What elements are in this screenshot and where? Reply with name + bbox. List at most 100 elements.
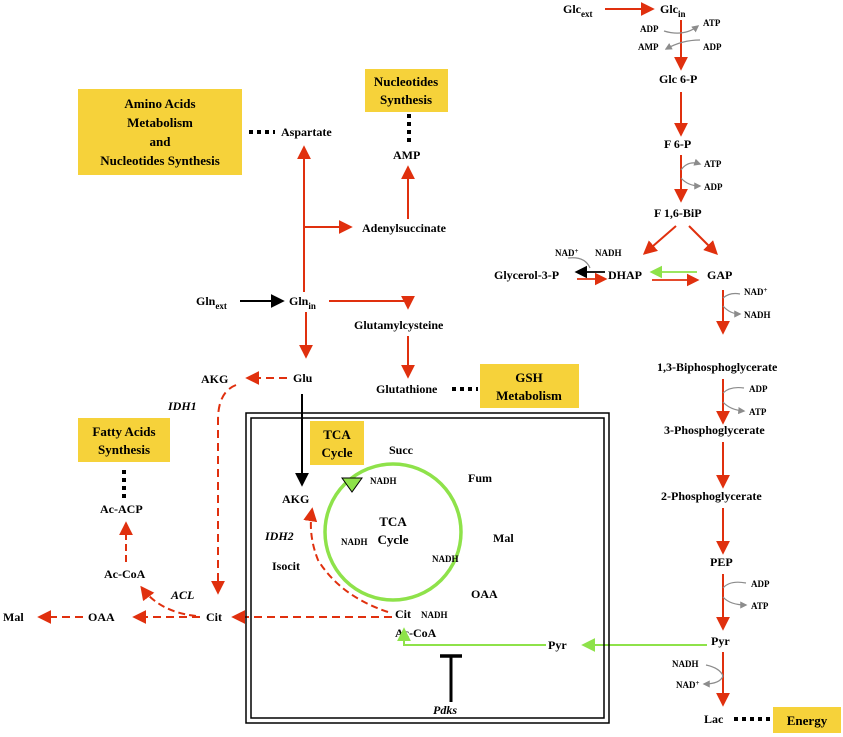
gsh-box <box>480 364 579 408</box>
arrow-f16bip-to-gap <box>688 225 718 255</box>
amino-acids-line-4: Nucleotides Synthesis <box>100 153 220 168</box>
dhap-label: DHAP <box>608 268 642 282</box>
mitochondrion: TCA Cycle TCA Cycle Succ Fum Mal OAA Cit… <box>245 412 610 724</box>
nadh-lac: NADH <box>672 659 699 669</box>
nadh-tca-3: NADH <box>432 554 459 564</box>
energy-label: Energy <box>787 713 828 728</box>
cofactor-arc-gap-nad <box>722 292 741 299</box>
adenylsuccinate-label: Adenylsuccinate <box>362 221 447 235</box>
nad-gly: NAD+ <box>555 247 579 258</box>
energy-box <box>773 707 841 733</box>
cit-out-label: Cit <box>206 610 222 624</box>
nadh-tca-4: NADH <box>421 610 448 620</box>
nadh-gly: NADH <box>595 248 622 258</box>
arrow-akg-to-cit-out <box>211 384 237 595</box>
isocit-label: Isocit <box>272 559 300 573</box>
succ-label: Succ <box>389 443 414 457</box>
citrate-export-pathway: Ac-ACP Ac-CoA ACL Cit OAA Mal <box>3 470 392 624</box>
pyr-right-label: Pyr <box>711 634 730 648</box>
adp-4: ADP <box>749 384 768 394</box>
nad-gap: NAD+ <box>744 286 768 297</box>
glc6p-label: Glc 6-P <box>659 72 697 86</box>
f6p-label: F 6-P <box>664 137 691 151</box>
amino-acids-line-3: and <box>150 134 172 149</box>
idh1-label: IDH1 <box>167 399 197 413</box>
cofactor-arc-adp-5 <box>722 581 747 589</box>
cofactor-arrow-atp-5 <box>722 596 748 609</box>
gln-in-label: Glnin <box>289 294 316 311</box>
tca-box-line-2: Cycle <box>321 445 352 460</box>
fum-label: Fum <box>468 471 492 485</box>
fatty-acids-box <box>78 418 170 462</box>
pep-label: PEP <box>710 555 733 569</box>
arrow-pyr-to-acoa <box>397 627 546 646</box>
mitochondrion-inner-membrane <box>250 417 605 719</box>
nad-lac: NAD+ <box>676 679 700 690</box>
adp-3: ADP <box>704 182 723 192</box>
gap-label: GAP <box>707 268 732 282</box>
amp-1: AMP <box>638 42 659 52</box>
arrow-f16bip-to-dhap <box>642 225 677 255</box>
tca-center-line-1: TCA <box>379 514 407 529</box>
akg-out-label: AKG <box>201 372 228 386</box>
glc-in-label: Glcin <box>660 2 686 19</box>
amp-label: AMP <box>393 148 420 162</box>
tca-cycle-box <box>310 421 364 465</box>
f16bip-label: F 1,6-BiP <box>654 206 702 220</box>
cofactor-arrow-lac-nad <box>702 675 724 688</box>
tca-center-line-2: Cycle <box>377 532 408 547</box>
pdks-label: Pdks <box>433 703 457 717</box>
atp-1: ATP <box>703 18 721 28</box>
acl-label: ACL <box>170 588 194 602</box>
nucleotides-box <box>365 69 448 112</box>
nadh-tca-1: NADH <box>370 476 397 486</box>
glutathione-label: Glutathione <box>376 382 438 396</box>
glutamylcysteine-label: Glutamylcysteine <box>354 318 444 332</box>
acoa-in-label: Ac-CoA <box>395 626 437 640</box>
glu-label: Glu <box>293 371 313 385</box>
cofactor-arrow-atp-4 <box>722 401 746 415</box>
nadh-tca-2: NADH <box>341 537 368 547</box>
atp-2: ATP <box>704 159 722 169</box>
pg2-label: 2-Phosphoglycerate <box>661 489 762 503</box>
amino-acids-box <box>78 89 242 175</box>
nadh-gap: NADH <box>744 310 771 320</box>
adp-2: ADP <box>703 42 722 52</box>
gsh-line-1: GSH <box>515 370 542 385</box>
adp-5: ADP <box>751 579 770 589</box>
adp-1: ADP <box>640 24 659 34</box>
glycolysis-pathway: Glcext Glcin ADP ATP AMP ADP Glc 6-P F 6… <box>494 2 841 733</box>
nucleotides-line-2: Synthesis <box>380 92 432 107</box>
fatty-acids-line-1: Fatty Acids <box>92 424 155 439</box>
mal-out-label: Mal <box>3 610 24 624</box>
cit-in-label: Cit <box>395 607 411 621</box>
fatty-acids-line-2: Synthesis <box>98 442 150 457</box>
arrow-cit-to-acoa <box>140 585 197 617</box>
idh2-label: IDH2 <box>264 529 294 543</box>
cofactor-arrow-atp-2 <box>680 158 702 171</box>
pathway-boxes: Amino Acids Metabolism and Nucleotides S… <box>78 69 579 462</box>
glycerol3p-label: Glycerol-3-P <box>494 268 559 282</box>
cofactor-arc-glycerol <box>567 257 591 269</box>
arrow-cit-to-akg-reductive <box>303 507 389 613</box>
amino-acids-line-2: Metabolism <box>127 115 193 130</box>
gsh-line-2: Metabolism <box>496 388 562 403</box>
bpg13-label: 1,3-Biphosphoglycerate <box>657 360 778 374</box>
pyr-mid-label: Pyr <box>548 638 567 652</box>
oaa-out-label: OAA <box>88 610 115 624</box>
cofactor-arc-lac-nadh <box>705 664 724 677</box>
amino-acids-line-1: Amino Acids <box>124 96 195 111</box>
cofactor-arc-adp-4 <box>722 386 745 394</box>
aspartate-label: Aspartate <box>281 125 332 139</box>
cofactor-arrow-adp-3 <box>680 177 702 190</box>
akg-in-label: AKG <box>282 492 309 506</box>
atp-4: ATP <box>749 407 767 417</box>
mal-in-label: Mal <box>493 531 514 545</box>
lac-label: Lac <box>704 712 724 726</box>
oaa-in-label: OAA <box>471 587 498 601</box>
cofactor-arrow-atp-amp-1 <box>664 39 701 50</box>
cofactor-arrow-gap-nadh <box>722 305 742 318</box>
tca-cycle-direction-marker <box>341 477 363 493</box>
glc-ext-label: Glcext <box>563 2 593 19</box>
